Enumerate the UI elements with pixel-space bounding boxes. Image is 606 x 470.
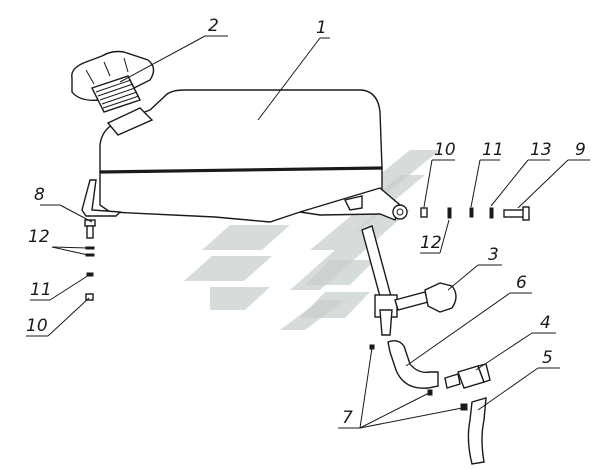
callout-6: 6 — [516, 273, 527, 293]
washer — [447, 207, 452, 219]
filler-cap — [71, 50, 155, 113]
callout-13: 13 — [530, 140, 552, 160]
spring-washer — [469, 207, 474, 218]
callout-10-left: 10 — [26, 316, 48, 336]
callout-12-left: 12 — [28, 227, 50, 247]
callout-10-right: 10 — [434, 140, 456, 160]
hose-fitting — [444, 363, 491, 389]
mount-bolt — [503, 206, 530, 221]
leader-lines — [26, 35, 590, 429]
callout-7: 7 — [342, 408, 353, 428]
callout-4: 4 — [540, 313, 551, 333]
nut — [85, 293, 94, 301]
spring-washer — [86, 272, 94, 277]
hose-clamp — [427, 389, 433, 396]
nut — [420, 207, 428, 218]
drain-hose — [467, 397, 487, 465]
callout-9: 9 — [575, 140, 586, 160]
hose-clamp — [460, 403, 468, 411]
callout-5: 5 — [542, 348, 553, 368]
callout-8: 8 — [34, 185, 45, 205]
callout-2: 2 — [208, 16, 219, 36]
callout-11-left: 11 — [30, 280, 52, 300]
fuel-tank — [81, 89, 408, 223]
callout-12-right: 12 — [420, 233, 442, 253]
washer — [489, 207, 494, 219]
mount-bolt — [84, 219, 96, 239]
callout-11-right: 11 — [482, 140, 504, 160]
fuel-tap — [361, 225, 457, 336]
callout-3: 3 — [488, 245, 499, 265]
fuel-hose — [387, 339, 439, 389]
callout-1: 1 — [316, 18, 327, 38]
